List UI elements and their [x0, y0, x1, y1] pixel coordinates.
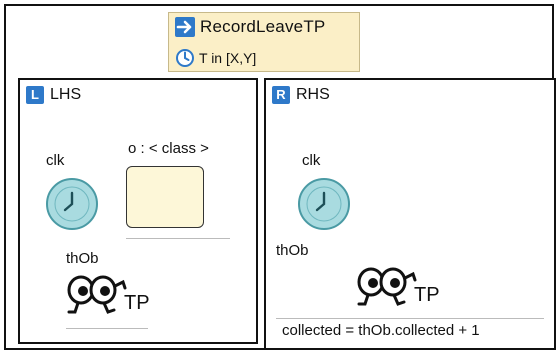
- lhs-eyes-token-icon[interactable]: [66, 274, 128, 316]
- rule-name-row: RecordLeaveTP: [175, 17, 325, 37]
- clock-icon: [176, 49, 194, 67]
- rhs-update-box[interactable]: collected = thOb.collected + 1: [276, 318, 544, 342]
- lhs-title-text: LHS: [50, 86, 82, 103]
- lhs-clock-icon[interactable]: [44, 176, 100, 232]
- lhs-token-label: thOb: [66, 250, 99, 267]
- lhs-object-box[interactable]: [126, 166, 204, 228]
- rhs-title-text: RHS: [296, 86, 330, 103]
- rhs-badge: R: [272, 86, 290, 104]
- lhs-object-label: o : < class >: [128, 140, 209, 157]
- rule-condition: T in [X,Y]: [199, 50, 257, 66]
- lhs-token-suffix: TP: [124, 292, 150, 314]
- rhs-panel[interactable]: R RHS clk thOb TP collected = thOb.colle…: [264, 78, 556, 350]
- lhs-token-underline: [66, 328, 148, 329]
- rhs-token-label: thOb: [276, 242, 309, 259]
- rhs-token-suffix: TP: [414, 284, 440, 306]
- lhs-title: L LHS: [26, 86, 81, 104]
- rhs-eyes-token-icon[interactable]: [356, 266, 418, 308]
- rhs-title: R RHS: [272, 86, 330, 104]
- rule-name: RecordLeaveTP: [200, 17, 326, 36]
- rule-condition-row: T in [X,Y]: [175, 48, 256, 68]
- lhs-clock-label: clk: [46, 152, 65, 169]
- rule-diagram-frame: RecordLeaveTP T in [X,Y] L LHS clk o : <…: [4, 4, 556, 350]
- rhs-update-text: collected = thOb.collected + 1: [282, 322, 480, 339]
- lhs-panel[interactable]: L LHS clk o : < class > thOb TP: [18, 78, 258, 344]
- rhs-clock-icon[interactable]: [296, 176, 352, 232]
- arrow-right-icon: [175, 17, 195, 37]
- lhs-badge: L: [26, 86, 44, 104]
- lhs-object-underline: [126, 238, 230, 239]
- rhs-clock-label: clk: [302, 152, 321, 169]
- rule-header[interactable]: RecordLeaveTP T in [X,Y]: [168, 12, 360, 72]
